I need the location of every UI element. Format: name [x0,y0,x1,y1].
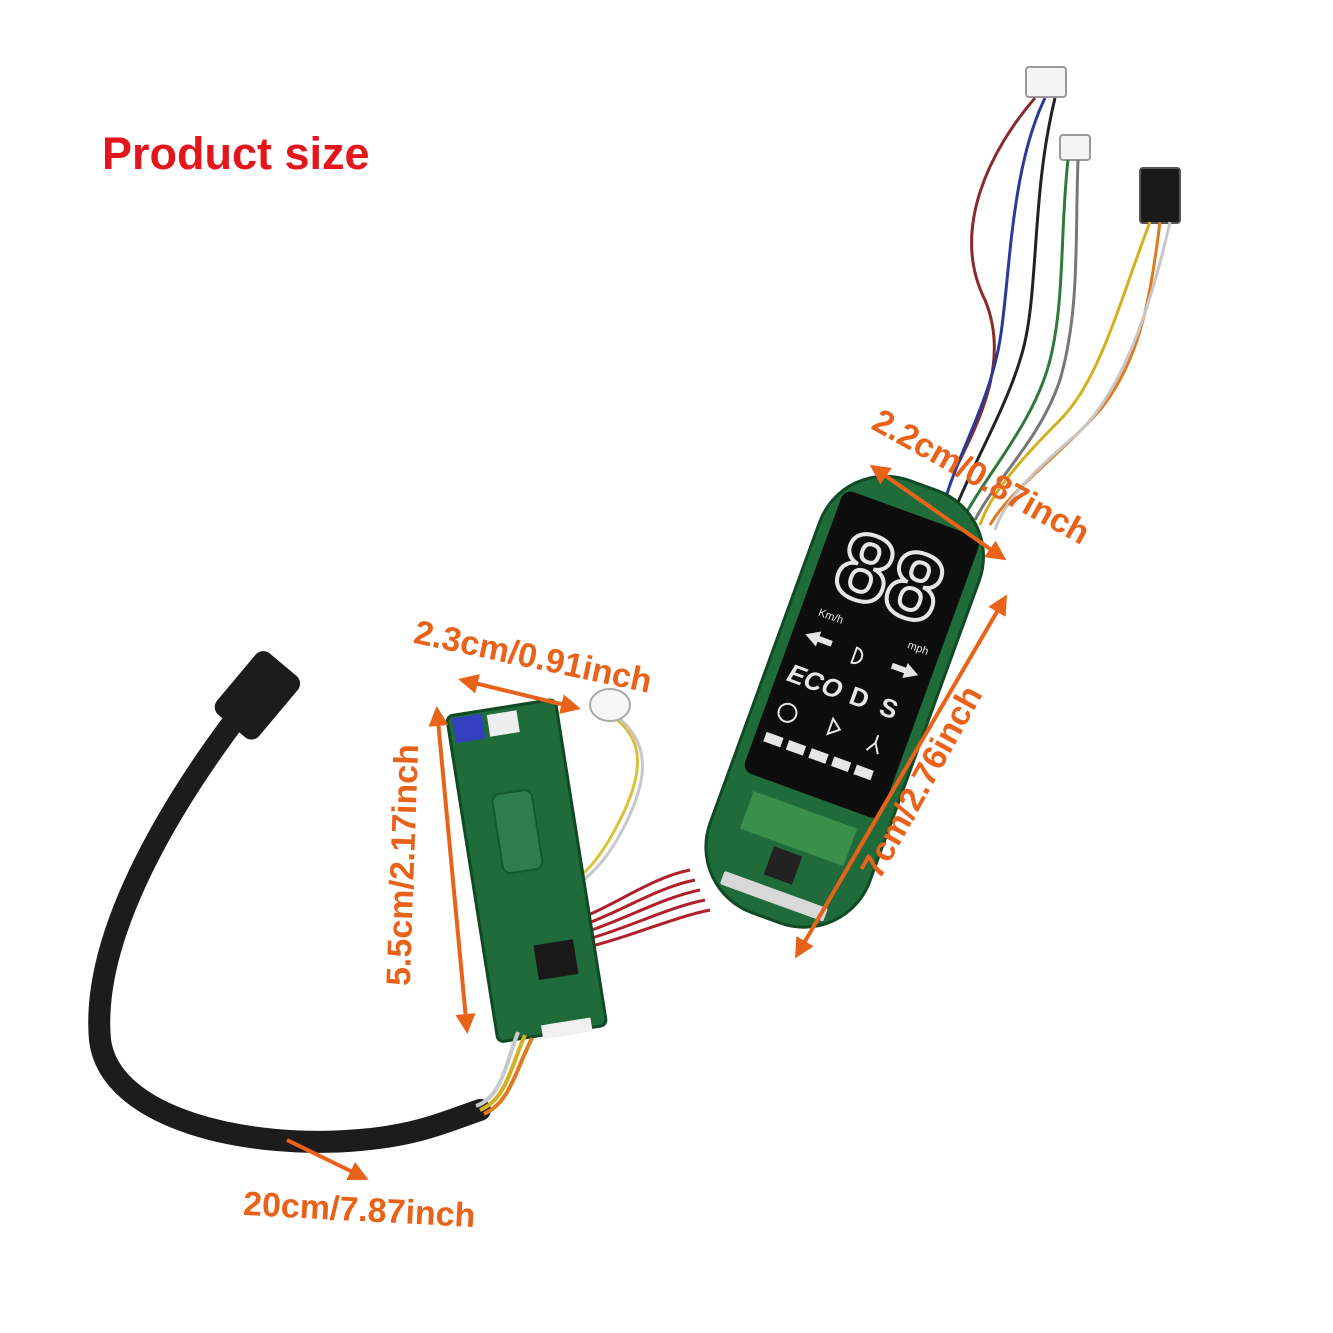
arrow-display-length [794,594,1008,959]
page-title: Product size [102,128,370,179]
dimension-arrows [286,464,1008,1180]
arrow-board-length [428,706,476,1034]
arrow-cable-length [286,1138,369,1180]
top-connectors [1025,66,1181,224]
arrow-board-width [458,674,581,714]
cable-plug [214,651,301,740]
capacitor [491,789,544,875]
black-connector [1139,167,1181,224]
white-connector-small [1059,134,1091,161]
ic-chip [533,939,579,981]
arrow-top-width [869,464,1007,561]
controller-board [445,698,608,1043]
white-connector-large [1025,66,1067,98]
black-cable [88,651,534,1153]
blue-connector [451,713,486,744]
side-wires [574,713,644,886]
push-button [763,846,803,885]
round-connector [589,688,631,722]
wire-bundle-top [943,97,1172,531]
white-header [486,710,520,737]
dim-board-length: 5.5cm/2.17inch [379,743,427,987]
bottom-connector [540,1017,593,1040]
